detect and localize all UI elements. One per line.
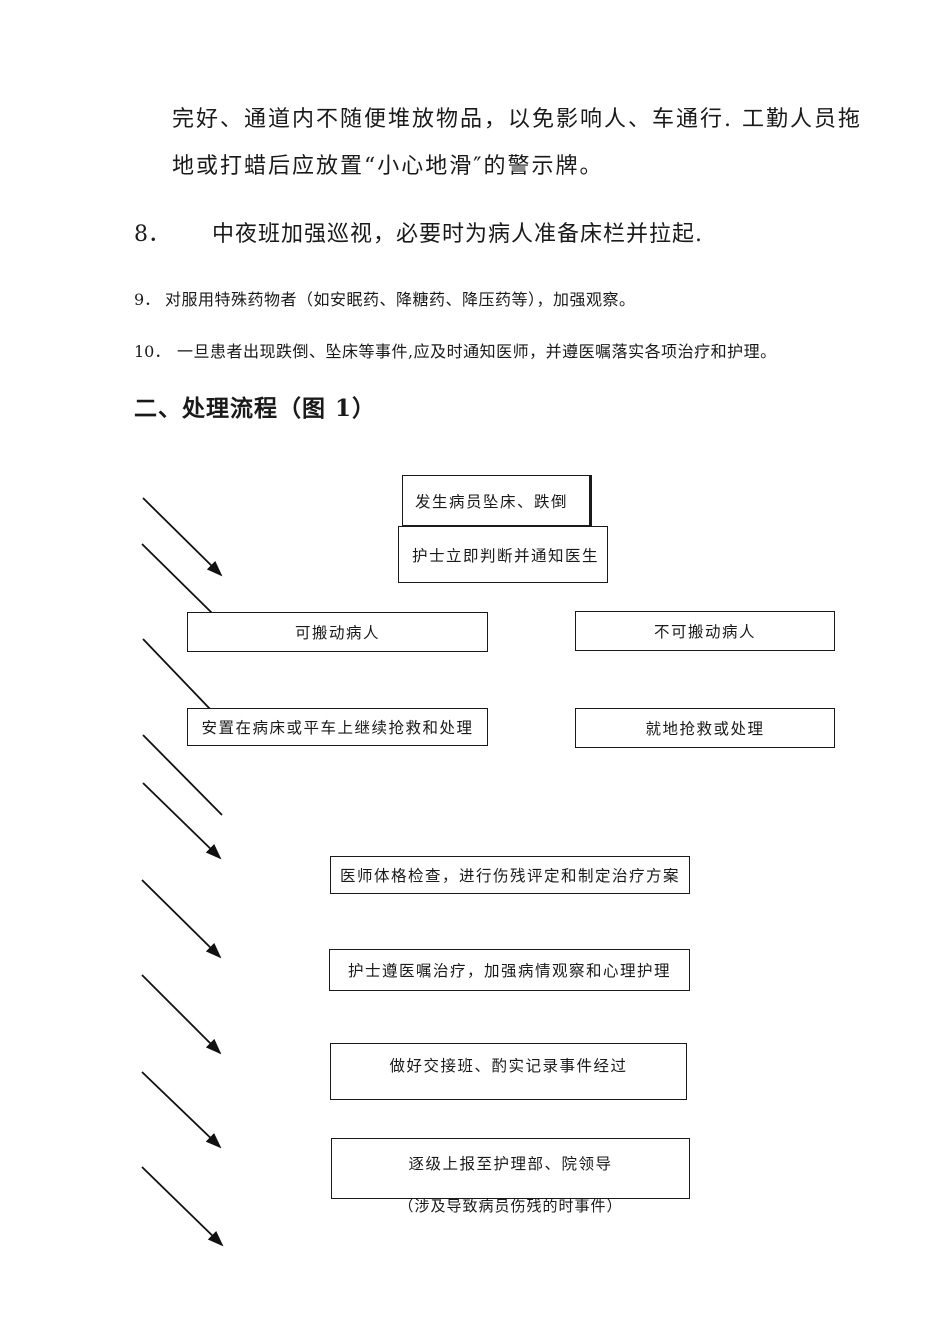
flow-arrow-9 [141,1166,224,1247]
list-item-9: 9．对服用特殊药物者（如安眠药、降糖药、降压药等），加强观察。 [134,289,636,311]
list-item-10-number: 10． [134,342,171,361]
list-item-8: 8． 中夜班加强巡视，必要时为病人准备床栏并拉起. [134,221,703,249]
flow-box-incident: 发生病员坠床、跌倒 [402,475,592,526]
list-item-8-text: 中夜班加强巡视，必要时为病人准备床栏并拉起. [212,222,703,247]
section-heading: 二、处理流程（图 1） [134,395,377,422]
list-item-9-text: 对服用特殊药物者（如安眠药、降糖药、降压药等），加强观察。 [165,290,636,309]
flow-box-nurse-judge: 护士立即判断并通知医生 [398,526,608,583]
flow-arrow-8 [141,1071,222,1149]
flow-arrow-1 [142,497,223,577]
paragraph-line-1: 完好、通道内不随便堆放物品，以免影响人、车通行. 工勤人员拖 [172,107,862,132]
flow-arrow-6 [141,879,222,959]
list-item-8-number: 8． [134,222,170,247]
flow-box-not-movable: 不可搬动病人 [575,611,835,651]
paragraph-line-2: 地或打蜡后应放置“小心地滑″的警示牌。 [172,154,604,179]
flow-arrow-7 [141,974,222,1055]
flow-caption: （涉及导致病员伤残的时事件） [398,1197,623,1215]
flow-box-report-up: 逐级上报至护理部、院领导 [331,1138,690,1199]
list-item-10: 10． 一旦患者出现跌倒、坠床等事件,应及时通知医师，并遵医嘱落实各项治疗和护理。 [134,341,777,363]
flow-arrow-4 [142,734,223,816]
flow-box-movable: 可搬动病人 [187,612,488,652]
list-item-10-text: 一旦患者出现跌倒、坠床等事件,应及时通知医师，并遵医嘱落实各项治疗和护理。 [177,342,777,361]
flow-box-place-on-bed: 安置在病床或平车上继续抢救和处理 [187,708,488,746]
flow-box-nurse-treat: 护士遵医嘱治疗，加强病情观察和心理护理 [329,949,690,991]
flow-arrow-5 [142,782,222,860]
flow-box-doctor-exam: 医师体格检查，进行伤残评定和制定治疗方案 [330,856,690,894]
flow-box-rescue-on-spot: 就地抢救或处理 [575,708,835,748]
list-item-9-number: 9． [134,290,161,309]
flow-box-handover-record: 做好交接班、酌实记录事件经过 [330,1043,687,1100]
flow-arrow-2 [141,543,213,614]
